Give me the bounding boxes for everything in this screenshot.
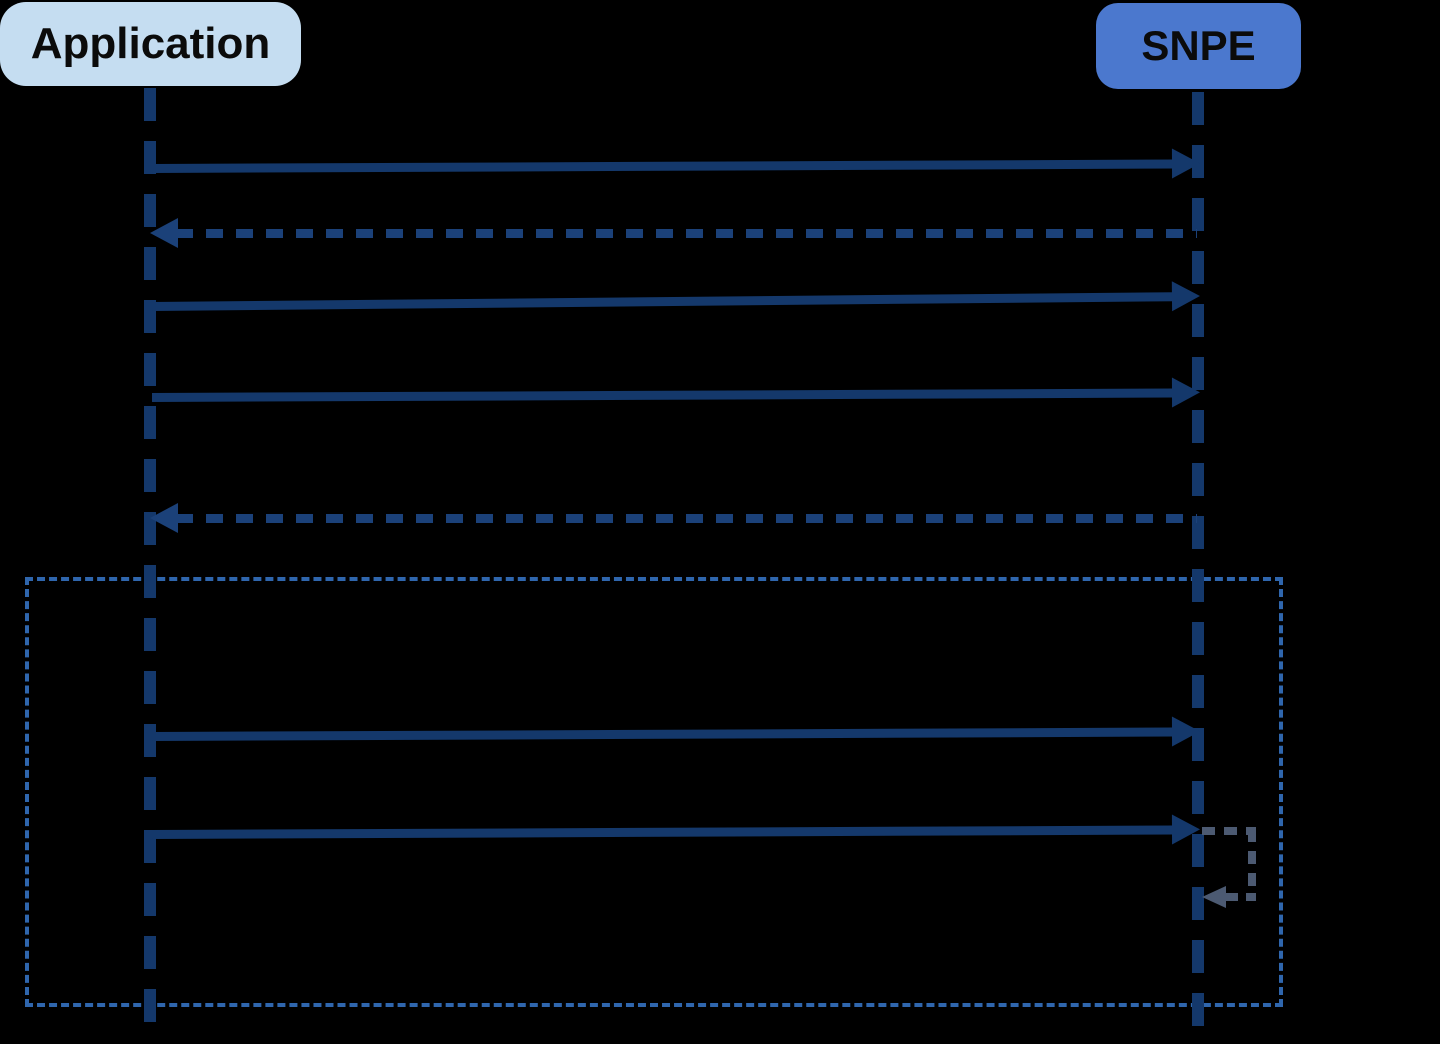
message-7-line — [151, 825, 1175, 839]
application-lifeline — [144, 88, 156, 1032]
self-message-top-segment — [1202, 827, 1256, 835]
message-1-solid-arrow-right — [151, 148, 1201, 183]
loop-frame — [25, 577, 1283, 1007]
arrowhead-right-icon — [1171, 280, 1201, 312]
self-message-right-segment — [1248, 829, 1256, 899]
participant-snpe-label: SNPE — [1141, 22, 1256, 69]
arrowhead-left-icon — [150, 503, 178, 533]
arrowhead-left-icon — [150, 218, 178, 248]
message-3-solid-arrow-right — [151, 280, 1201, 321]
participant-application-label: Application — [30, 19, 271, 68]
message-5-dashed-return-arrow-left — [150, 503, 1197, 533]
self-message-arrowhead-left-icon — [1202, 886, 1226, 908]
message-6-solid-arrow-right — [151, 716, 1201, 751]
arrowhead-right-icon — [1171, 148, 1201, 179]
arrowhead-right-icon — [1171, 814, 1201, 845]
message-2-line — [176, 229, 1197, 238]
message-7-solid-arrow-right — [151, 814, 1201, 849]
message-5-line — [176, 514, 1197, 523]
message-2-dashed-return-arrow-left — [150, 218, 1197, 248]
message-4-line — [151, 388, 1175, 402]
message-6-line — [151, 727, 1175, 741]
participant-application: Application — [0, 2, 301, 86]
arrowhead-right-icon — [1171, 716, 1201, 747]
arrowhead-right-icon — [1171, 377, 1201, 408]
participant-snpe: SNPE — [1096, 3, 1301, 89]
message-3-line — [151, 292, 1175, 311]
message-4-solid-arrow-right — [151, 377, 1201, 412]
message-1-line — [151, 159, 1175, 173]
self-message-bottom-segment — [1226, 893, 1256, 901]
snpe-lifeline — [1192, 92, 1204, 1036]
